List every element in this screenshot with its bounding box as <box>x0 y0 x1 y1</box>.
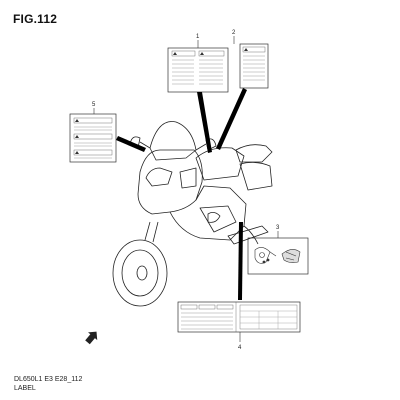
motorcycle-drawing <box>112 121 273 307</box>
label-sheet-5 <box>69 113 117 163</box>
part-name-caption: LABEL <box>14 385 36 392</box>
callout-3: 3 <box>276 225 280 231</box>
callout-1-top: 1 <box>196 34 200 40</box>
label-sheet-2 <box>239 43 269 89</box>
callout-5: 5 <box>92 102 96 108</box>
label-sheet-4 <box>177 301 301 333</box>
callout-4: 4 <box>238 345 242 351</box>
label-sheet-1 <box>167 47 229 93</box>
front-direction-marker <box>85 331 98 345</box>
figure-title: FIG.112 <box>13 12 58 26</box>
label-sheet-3 <box>247 237 309 275</box>
model-code-caption: DL650L1 E3 E28_112 <box>14 376 83 383</box>
pointer-arrows <box>116 88 247 300</box>
callout-2: 2 <box>232 30 236 36</box>
